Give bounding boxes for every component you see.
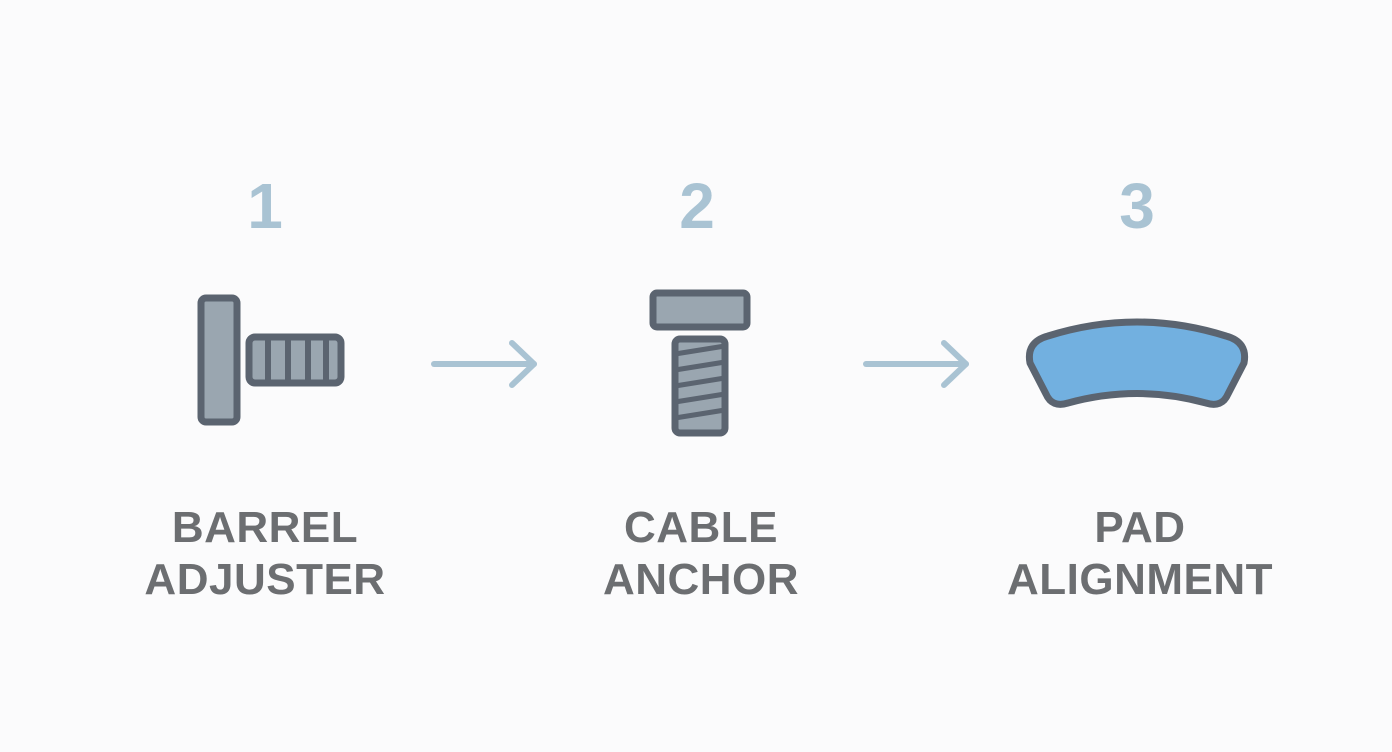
arrow-right-icon (863, 340, 969, 388)
step-1-label-line-1: BARREL (171, 503, 359, 552)
step-3-number: 3 (1119, 170, 1155, 242)
step-1-label-line-2: ADJUSTER (144, 555, 386, 604)
step-3-label-line-1: PAD (1094, 503, 1186, 552)
brake-pad-icon (1025, 318, 1249, 408)
step-2-label-line-1: CABLE (623, 503, 779, 552)
bolt-icon (649, 289, 751, 437)
step-2-label: CABLE ANCHOR (511, 502, 891, 606)
step-3-label-line-2: ALIGNMENT (1006, 555, 1274, 604)
step-2-label-line-2: ANCHOR (602, 555, 800, 604)
arrow-right-icon (431, 340, 537, 388)
step-2-number: 2 (679, 170, 715, 242)
step-3-label: PAD ALIGNMENT (950, 502, 1330, 606)
step-1-label: BARREL ADJUSTER (75, 502, 455, 606)
barrel-adjuster-icon (197, 294, 345, 426)
step-1-number: 1 (247, 170, 283, 242)
